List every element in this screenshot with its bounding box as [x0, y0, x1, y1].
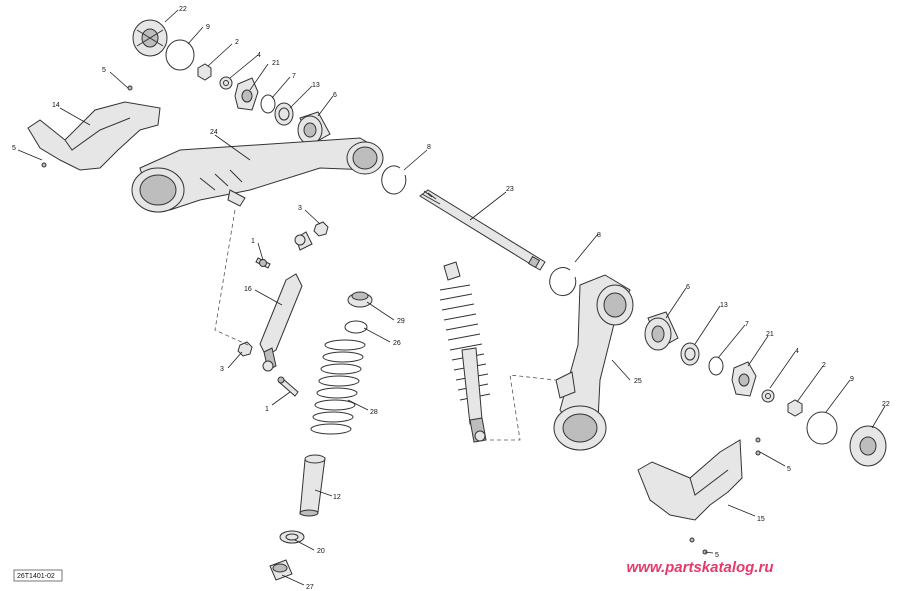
callout: 8 — [427, 144, 431, 151]
callout: 21 — [272, 60, 280, 67]
callout: 15 — [757, 516, 765, 523]
part-seal-right — [680, 342, 700, 366]
callout: 9 — [850, 376, 854, 383]
part-nut-right — [787, 399, 803, 417]
part-bearing-top — [297, 111, 331, 145]
part-bolt-top-1 — [255, 257, 271, 269]
callout: 29 — [397, 318, 405, 325]
callout: 6 — [686, 284, 690, 291]
part-circlip-lower — [549, 267, 577, 297]
callout: 20 — [317, 548, 325, 555]
callout: 25 — [634, 378, 642, 385]
callout: 28 — [370, 409, 378, 416]
part-bearing-plate-right — [731, 361, 757, 397]
callout: 24 — [210, 129, 218, 136]
callout: 3 — [298, 205, 302, 212]
callout: 21 — [766, 331, 774, 338]
part-swing-arm-lower — [553, 274, 634, 451]
callout: 22 — [179, 6, 187, 13]
part-bolt-bottom-1 — [277, 376, 299, 397]
part-washer-top — [219, 76, 233, 90]
document-id: 26T1401-02 — [17, 573, 55, 580]
callout: 9 — [206, 24, 210, 31]
dashed-link-left — [214, 209, 249, 346]
callout: 2 — [235, 39, 239, 46]
part-spring-stopper-26 — [344, 320, 368, 334]
part-sleeve-12 — [299, 454, 326, 517]
callout: 27 — [306, 584, 314, 591]
callout: 5 — [12, 145, 16, 152]
part-seal-top — [274, 102, 294, 126]
part-swing-arm-upper — [131, 137, 384, 213]
dashed-link-right — [490, 374, 556, 441]
callout: 4 — [795, 348, 799, 355]
callout: 1 — [251, 238, 255, 245]
callout: 5 — [787, 466, 791, 473]
part-ring-top — [260, 94, 276, 114]
part-spring-seat-29 — [347, 291, 373, 308]
part-skid-plate-right — [637, 437, 761, 555]
callout: 6 — [333, 92, 337, 99]
part-ring-right — [708, 356, 724, 376]
part-circlip-right — [806, 411, 838, 445]
callout: 23 — [506, 186, 514, 193]
part-skid-plate-left — [27, 85, 161, 171]
part-nut-top — [197, 63, 212, 81]
part-bearing-plate-top — [234, 77, 259, 111]
callout: 8 — [597, 232, 601, 239]
part-damper-16 — [259, 231, 313, 372]
callout-labels: 22 9 2 4 21 7 13 6 5 14 5 24 8 23 3 1 16… — [12, 6, 890, 591]
callout: 26 — [393, 340, 401, 347]
leader-lines — [17, 9, 886, 586]
callout: 16 — [244, 286, 252, 293]
callout: 2 — [822, 362, 826, 369]
part-shaft — [419, 189, 546, 271]
callout: 1 — [265, 406, 269, 413]
callout: 5 — [102, 67, 106, 74]
callout: 22 — [882, 401, 890, 408]
callout: 7 — [745, 321, 749, 328]
callout: 3 — [220, 366, 224, 373]
part-cap-27 — [269, 559, 293, 581]
part-hub-cap-right — [849, 425, 887, 467]
callout: 13 — [720, 302, 728, 309]
callout: 7 — [292, 73, 296, 80]
part-washer-20 — [279, 530, 305, 544]
part-circlip-mid — [381, 165, 407, 195]
watermark-text: www.partskatalog.ru — [627, 559, 774, 576]
part-circlip-top — [165, 39, 195, 71]
callout: 5 — [715, 552, 719, 559]
part-spring-28 — [310, 339, 366, 435]
part-nut-top-3 — [313, 221, 329, 237]
callout: 4 — [257, 52, 261, 59]
document-id-label: 26T1401-02 — [13, 569, 63, 582]
part-washer-right — [761, 389, 775, 403]
part-hub-cap-top — [132, 19, 168, 57]
callout: 12 — [333, 494, 341, 501]
callout: 14 — [52, 102, 60, 109]
part-coilover — [439, 261, 491, 443]
callout: 13 — [312, 82, 320, 89]
part-bearing-right — [644, 311, 679, 351]
